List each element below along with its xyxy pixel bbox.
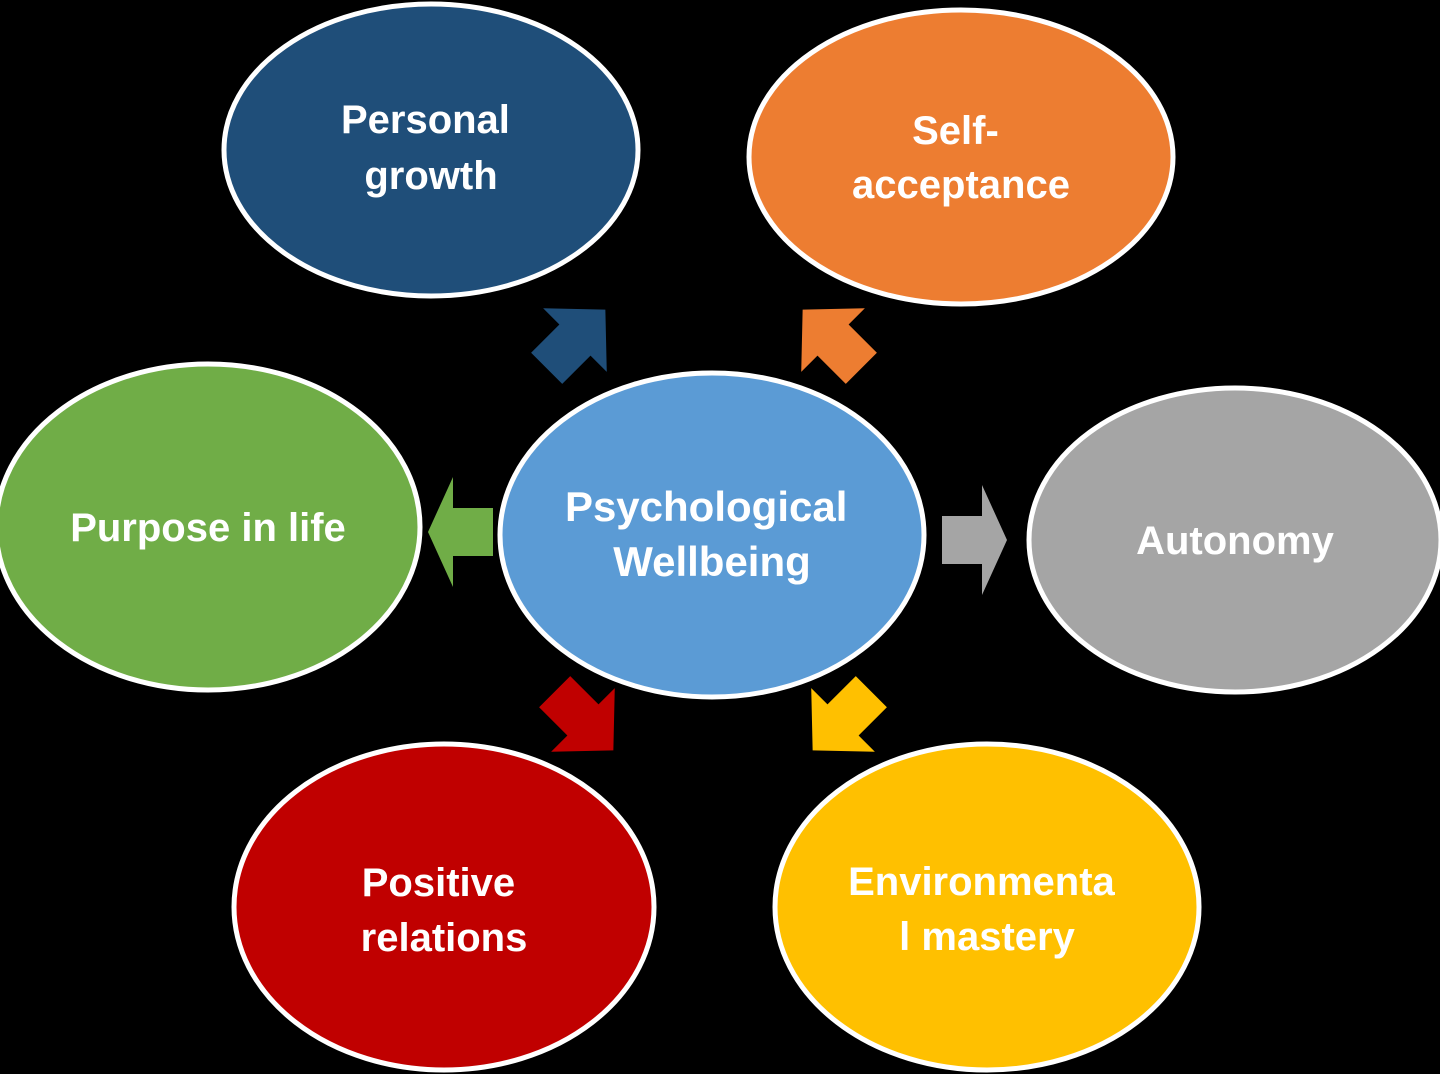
arrow-to-self-acceptance (801, 308, 877, 384)
node-purpose-in-life-label: Purpose in life (70, 506, 346, 550)
node-personal-growth-label: Personal growth (341, 98, 521, 198)
node-autonomy-label: Autonomy (1136, 519, 1335, 563)
arrow-to-purpose-in-life (428, 477, 493, 587)
node-positive-relations-ellipse (231, 741, 657, 1073)
node-personal-growth-ellipse (221, 1, 641, 299)
node-positive-relations: Positive relations (231, 741, 657, 1073)
node-environmental-mastery-ellipse (772, 741, 1202, 1073)
node-purpose-in-life: Purpose in life (0, 361, 423, 693)
node-environmental-mastery: Environmenta l mastery (772, 741, 1202, 1073)
node-psychological-wellbeing-label: Psychological Wellbeing (565, 483, 859, 585)
node-psychological-wellbeing: Psychological Wellbeing (497, 370, 927, 700)
arrow-shape (428, 477, 493, 587)
arrow-shape (942, 485, 1007, 595)
arrow-to-autonomy (942, 485, 1007, 595)
arrow-to-personal-growth (531, 308, 607, 384)
node-self-acceptance-label: Self- acceptance (852, 109, 1070, 207)
arrow-shape (539, 676, 615, 752)
node-autonomy: Autonomy (1026, 385, 1440, 695)
arrow-shape (801, 308, 877, 384)
arrow-to-positive-relations (539, 676, 615, 752)
node-psychological-wellbeing-ellipse (497, 370, 927, 700)
node-environmental-mastery-label: Environmenta l mastery (848, 860, 1126, 959)
arrow-to-environmental-mastery (811, 676, 887, 752)
arrow-shape (811, 676, 887, 752)
node-autonomy-ellipse (1026, 385, 1440, 695)
node-positive-relations-label: Positive relations (361, 861, 528, 960)
node-personal-growth: Personal growth (221, 1, 641, 299)
node-self-acceptance: Self- acceptance (746, 7, 1176, 307)
arrow-shape (531, 308, 607, 384)
node-purpose-in-life-ellipse (0, 361, 423, 693)
node-self-acceptance-ellipse (746, 7, 1176, 307)
